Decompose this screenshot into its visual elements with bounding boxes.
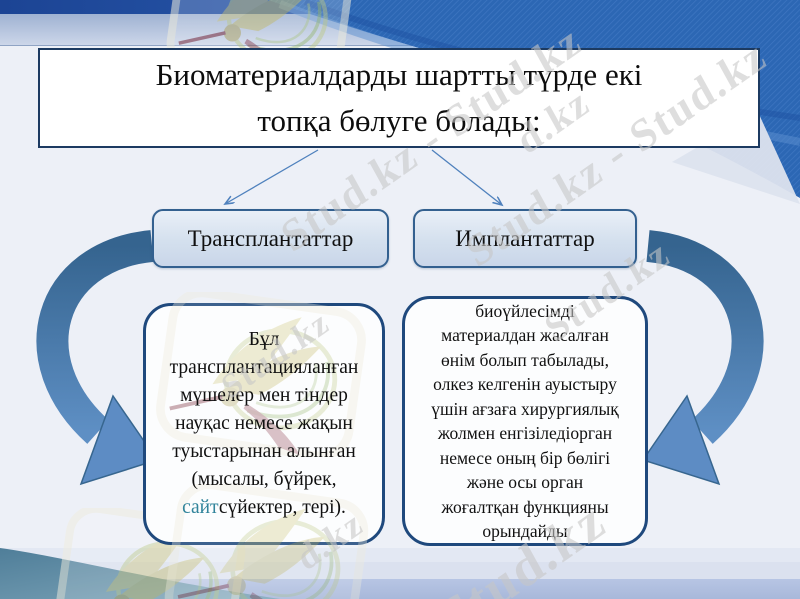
description-text-part: Бұл трансплантацияланған мүшелер мен тін… xyxy=(169,329,359,490)
branch-label-transplants: Трансплантаттар xyxy=(152,209,389,268)
branch-label-implants: Имплантаттар xyxy=(413,209,637,268)
description-highlight-word: сайт xyxy=(182,497,219,518)
branch-label-text: Имплантаттар xyxy=(455,225,595,251)
branch-label-text: Трансплантаттар xyxy=(187,225,354,251)
transplants-description: Бұл трансплантацияланған мүшелер мен тін… xyxy=(170,326,359,522)
description-text-part: сүйектер, тері). xyxy=(218,497,346,518)
bottom-wave-decoration xyxy=(0,548,280,599)
implants-description-box: биоүйлесімді материалдан жасалған өнім б… xyxy=(402,296,648,546)
slide-title: Биоматериалдарды шартты түрде екі топқа … xyxy=(155,57,643,138)
implants-description: биоүйлесімді материалдан жасалған өнім б… xyxy=(431,300,619,542)
title-box: Биоматериалдарды шартты түрде екі топқа … xyxy=(38,48,760,148)
left-curved-arrow-icon xyxy=(36,230,159,486)
transplants-description-box: Бұл трансплантацияланған мүшелер мен тін… xyxy=(143,303,385,545)
right-curved-arrow-icon xyxy=(641,230,764,486)
